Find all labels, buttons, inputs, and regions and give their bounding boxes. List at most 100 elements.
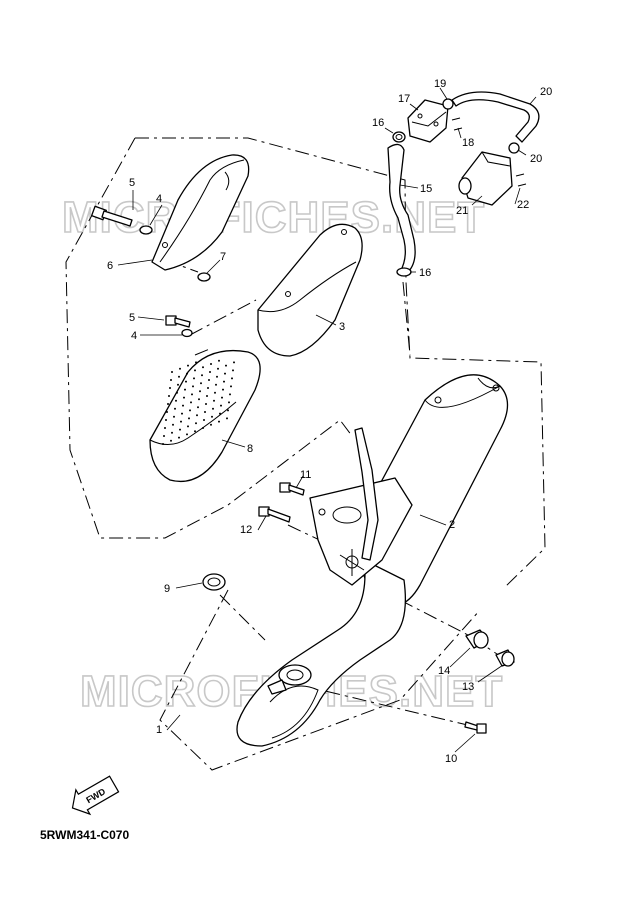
perforation-hole — [162, 443, 164, 445]
perforation-hole — [165, 419, 167, 421]
perforation-hole — [202, 427, 204, 429]
perforation-hole — [204, 411, 206, 413]
assembly-line-13 — [399, 599, 504, 659]
perforation-hole — [218, 359, 220, 362]
callout-10: 10 — [445, 753, 457, 765]
muffler-bracket — [309, 477, 413, 586]
callout-2: 2 — [449, 519, 455, 531]
perforation-hole — [232, 369, 234, 372]
perforation-hole — [200, 382, 202, 385]
callout-9: 9 — [164, 583, 170, 595]
perforation-hole — [227, 409, 229, 412]
perforation-hole — [177, 383, 179, 386]
perforation-hole — [166, 411, 168, 413]
perforation-hole — [186, 372, 188, 375]
perforation-hole — [226, 417, 228, 420]
collar-13 — [495, 649, 515, 667]
perforation-hole — [180, 420, 182, 423]
perforation-hole — [206, 395, 208, 397]
screw-22 — [515, 173, 527, 187]
perforation-hole — [191, 393, 193, 396]
perforation-hole — [210, 423, 212, 426]
bolt-5a — [91, 205, 133, 227]
perforation-hole — [196, 414, 198, 417]
exhaust-pipe — [236, 559, 407, 747]
perforation-hole — [203, 419, 205, 421]
perforation-hole — [186, 433, 188, 436]
perforation-hole — [195, 422, 197, 425]
clamp-20b — [508, 142, 520, 154]
perforation-hole — [222, 388, 224, 391]
bolt-10 — [464, 721, 487, 734]
bolt-11 — [279, 482, 305, 496]
callout-5-lower: 5 — [129, 312, 135, 324]
perforation-hole — [193, 377, 195, 380]
perforation-hole — [168, 395, 170, 397]
leader-lines — [117, 87, 537, 753]
callout-15: 15 — [420, 183, 432, 195]
perforation-hole — [205, 403, 207, 405]
perforation-hole — [189, 409, 191, 412]
bolt-5b — [165, 315, 191, 328]
perforation-hole — [183, 396, 185, 399]
group-outline-shield — [65, 137, 353, 539]
perforation-hole — [207, 387, 209, 389]
perforation-hole — [179, 428, 181, 431]
perforation-hole — [231, 377, 233, 380]
perforation-hole — [230, 385, 232, 388]
perforation-hole — [171, 431, 173, 434]
perforation-hole — [188, 417, 190, 420]
perforation-hole — [215, 383, 217, 386]
perforation-hole — [181, 412, 183, 415]
breather-tube — [354, 427, 379, 561]
callout-8: 8 — [247, 443, 253, 455]
callout-3: 3 — [339, 321, 345, 333]
perforation-hole — [202, 366, 204, 369]
watermark-top: MICROFICHES.NET — [62, 193, 485, 242]
perforation-hole — [170, 379, 172, 381]
perforation-hole — [179, 367, 181, 370]
perforation-hole — [163, 435, 165, 437]
bolt-12 — [258, 506, 291, 523]
perforation-hole — [170, 439, 172, 442]
perforation-hole — [220, 404, 222, 407]
perforation-hole — [194, 369, 196, 372]
perforation-hole — [176, 391, 178, 394]
collar-14 — [465, 629, 489, 649]
perforation-hole — [218, 420, 220, 423]
perforation-hole — [169, 387, 171, 389]
perforation-hole — [233, 361, 235, 364]
perforation-hole — [178, 436, 180, 439]
perforation-hole — [221, 396, 223, 399]
perforation-hole — [182, 404, 184, 407]
assembly-line-10 — [299, 684, 481, 729]
screw-18 — [451, 117, 463, 131]
callout-21: 21 — [456, 205, 468, 217]
assembly-line-16 — [402, 281, 411, 356]
clamp-16a — [392, 131, 406, 143]
perforation-hole — [225, 364, 227, 367]
callout-12: 12 — [240, 524, 252, 536]
callout-7: 7 — [220, 251, 226, 263]
callout-6: 6 — [107, 260, 113, 272]
perforation-hole — [195, 361, 197, 364]
callout-1: 1 — [156, 724, 162, 736]
perforation-hole — [175, 399, 177, 402]
perforation-hole — [223, 380, 225, 383]
assembly-line-shield — [189, 299, 257, 356]
reed-valve-17 — [407, 99, 449, 143]
perforation-hole — [178, 375, 180, 378]
perforation-hole — [229, 393, 231, 396]
perforation-hole — [199, 390, 201, 393]
callout-13: 13 — [462, 681, 474, 693]
perforation-hole — [184, 388, 186, 391]
perforation-hole — [217, 367, 219, 370]
callout-18: 18 — [462, 137, 474, 149]
lower-heat-shield — [149, 349, 261, 483]
perforation-hole — [197, 406, 199, 409]
perforation-hole — [224, 372, 226, 375]
perforation-hole — [219, 412, 221, 415]
callout-19: 20 — [540, 86, 552, 98]
fwd-arrow-icon: FWD — [71, 775, 120, 816]
washer-7 — [197, 272, 211, 282]
